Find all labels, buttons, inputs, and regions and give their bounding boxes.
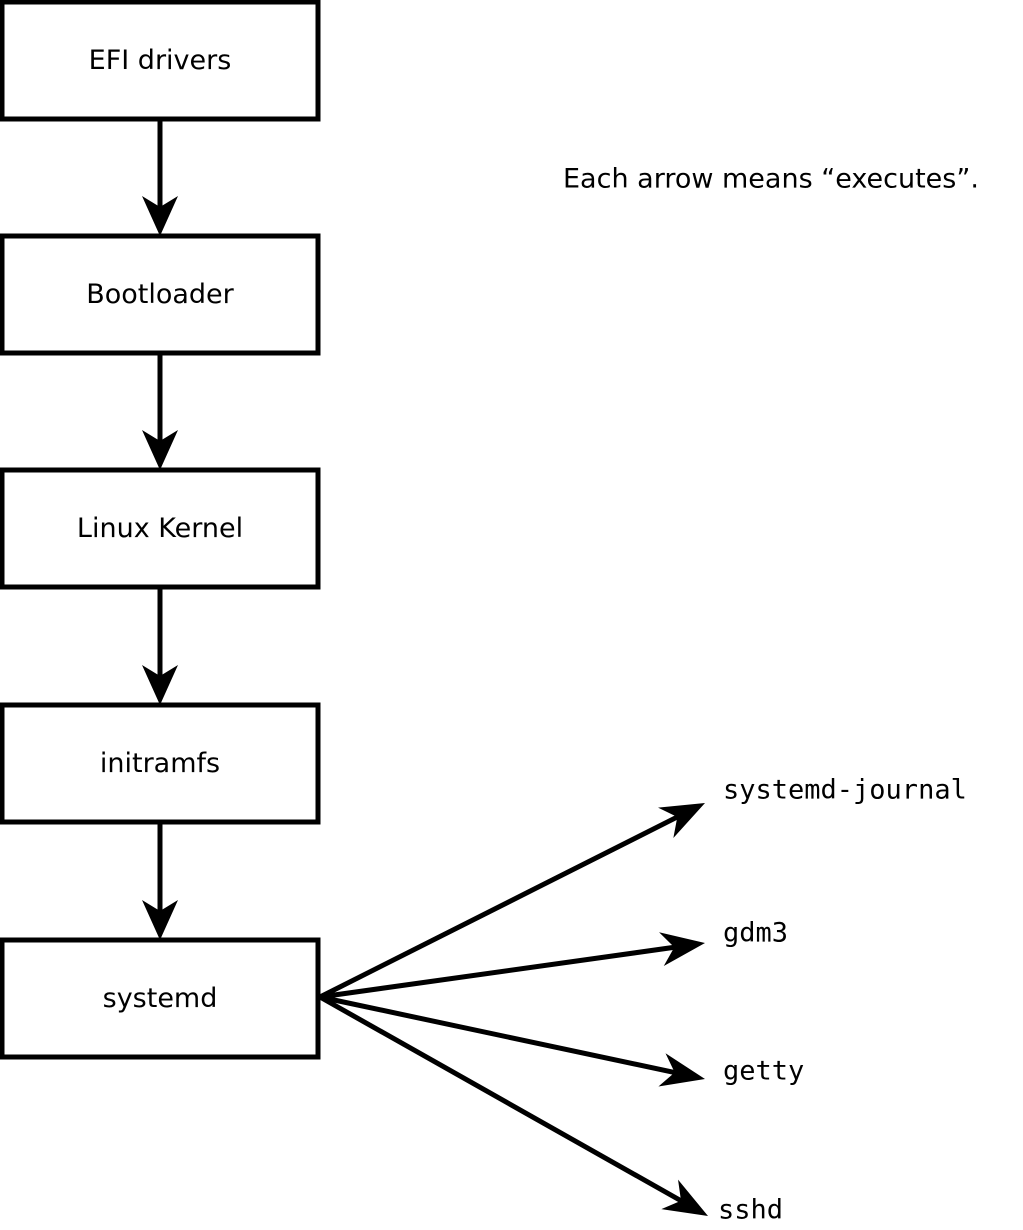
arrow-legend-annotation: Each arrow means “executes”. xyxy=(563,164,979,195)
stage-label: EFI drivers xyxy=(89,45,232,76)
arrow-head-icon xyxy=(658,803,705,838)
chain-arrow-kernel-to-initramfs xyxy=(142,587,178,705)
service-label-systemd-journal: systemd-journal xyxy=(723,775,967,806)
systemd-fanout-group xyxy=(318,803,708,1216)
chain-arrow-initramfs-to-systemd xyxy=(142,822,178,940)
stage-box-bootloader: Bootloader xyxy=(0,233,321,356)
arrow-head-icon xyxy=(142,900,178,940)
chain-arrow-efi-to-bootloader xyxy=(142,119,178,236)
arrow-head-icon xyxy=(142,665,178,705)
fanout-arrow-systemd-journal xyxy=(318,803,705,1000)
stage-box-systemd: systemd xyxy=(0,937,321,1060)
stage-label: initramfs xyxy=(100,748,220,779)
service-label-gdm3: gdm3 xyxy=(723,918,788,949)
stage-box-outline xyxy=(0,467,321,590)
fanout-arrow-getty xyxy=(319,994,705,1087)
stage-box-outline xyxy=(0,0,321,122)
arrow-shaft xyxy=(318,994,684,1204)
stage-label: systemd xyxy=(103,983,218,1014)
arrow-head-icon xyxy=(658,1053,705,1087)
stage-label: Linux Kernel xyxy=(77,513,243,544)
fanout-arrow-gdm3 xyxy=(319,932,705,1000)
arrow-shaft xyxy=(319,994,678,1076)
stage-box-linux-kernel: Linux Kernel xyxy=(0,467,321,590)
stage-box-outline xyxy=(0,937,321,1060)
arrow-shaft xyxy=(319,944,677,1000)
service-label-sshd: sshd xyxy=(718,1195,783,1226)
service-label-getty: getty xyxy=(723,1056,804,1087)
stage-box-initramfs: initramfs xyxy=(0,702,321,825)
arrow-head-icon xyxy=(661,1179,708,1216)
arrow-shaft xyxy=(318,813,681,1000)
arrow-head-icon xyxy=(142,196,178,236)
stage-box-efi-drivers: EFI drivers xyxy=(0,0,321,122)
arrow-head-icon xyxy=(142,430,178,470)
service-labels-group: systemd-journal gdm3 getty sshd xyxy=(718,775,967,1226)
arrow-head-icon xyxy=(659,932,705,966)
stage-label: Bootloader xyxy=(86,279,234,310)
fanout-arrow-sshd xyxy=(318,994,708,1216)
chain-arrows-group xyxy=(142,119,178,940)
chain-arrow-bootloader-to-kernel xyxy=(142,353,178,470)
